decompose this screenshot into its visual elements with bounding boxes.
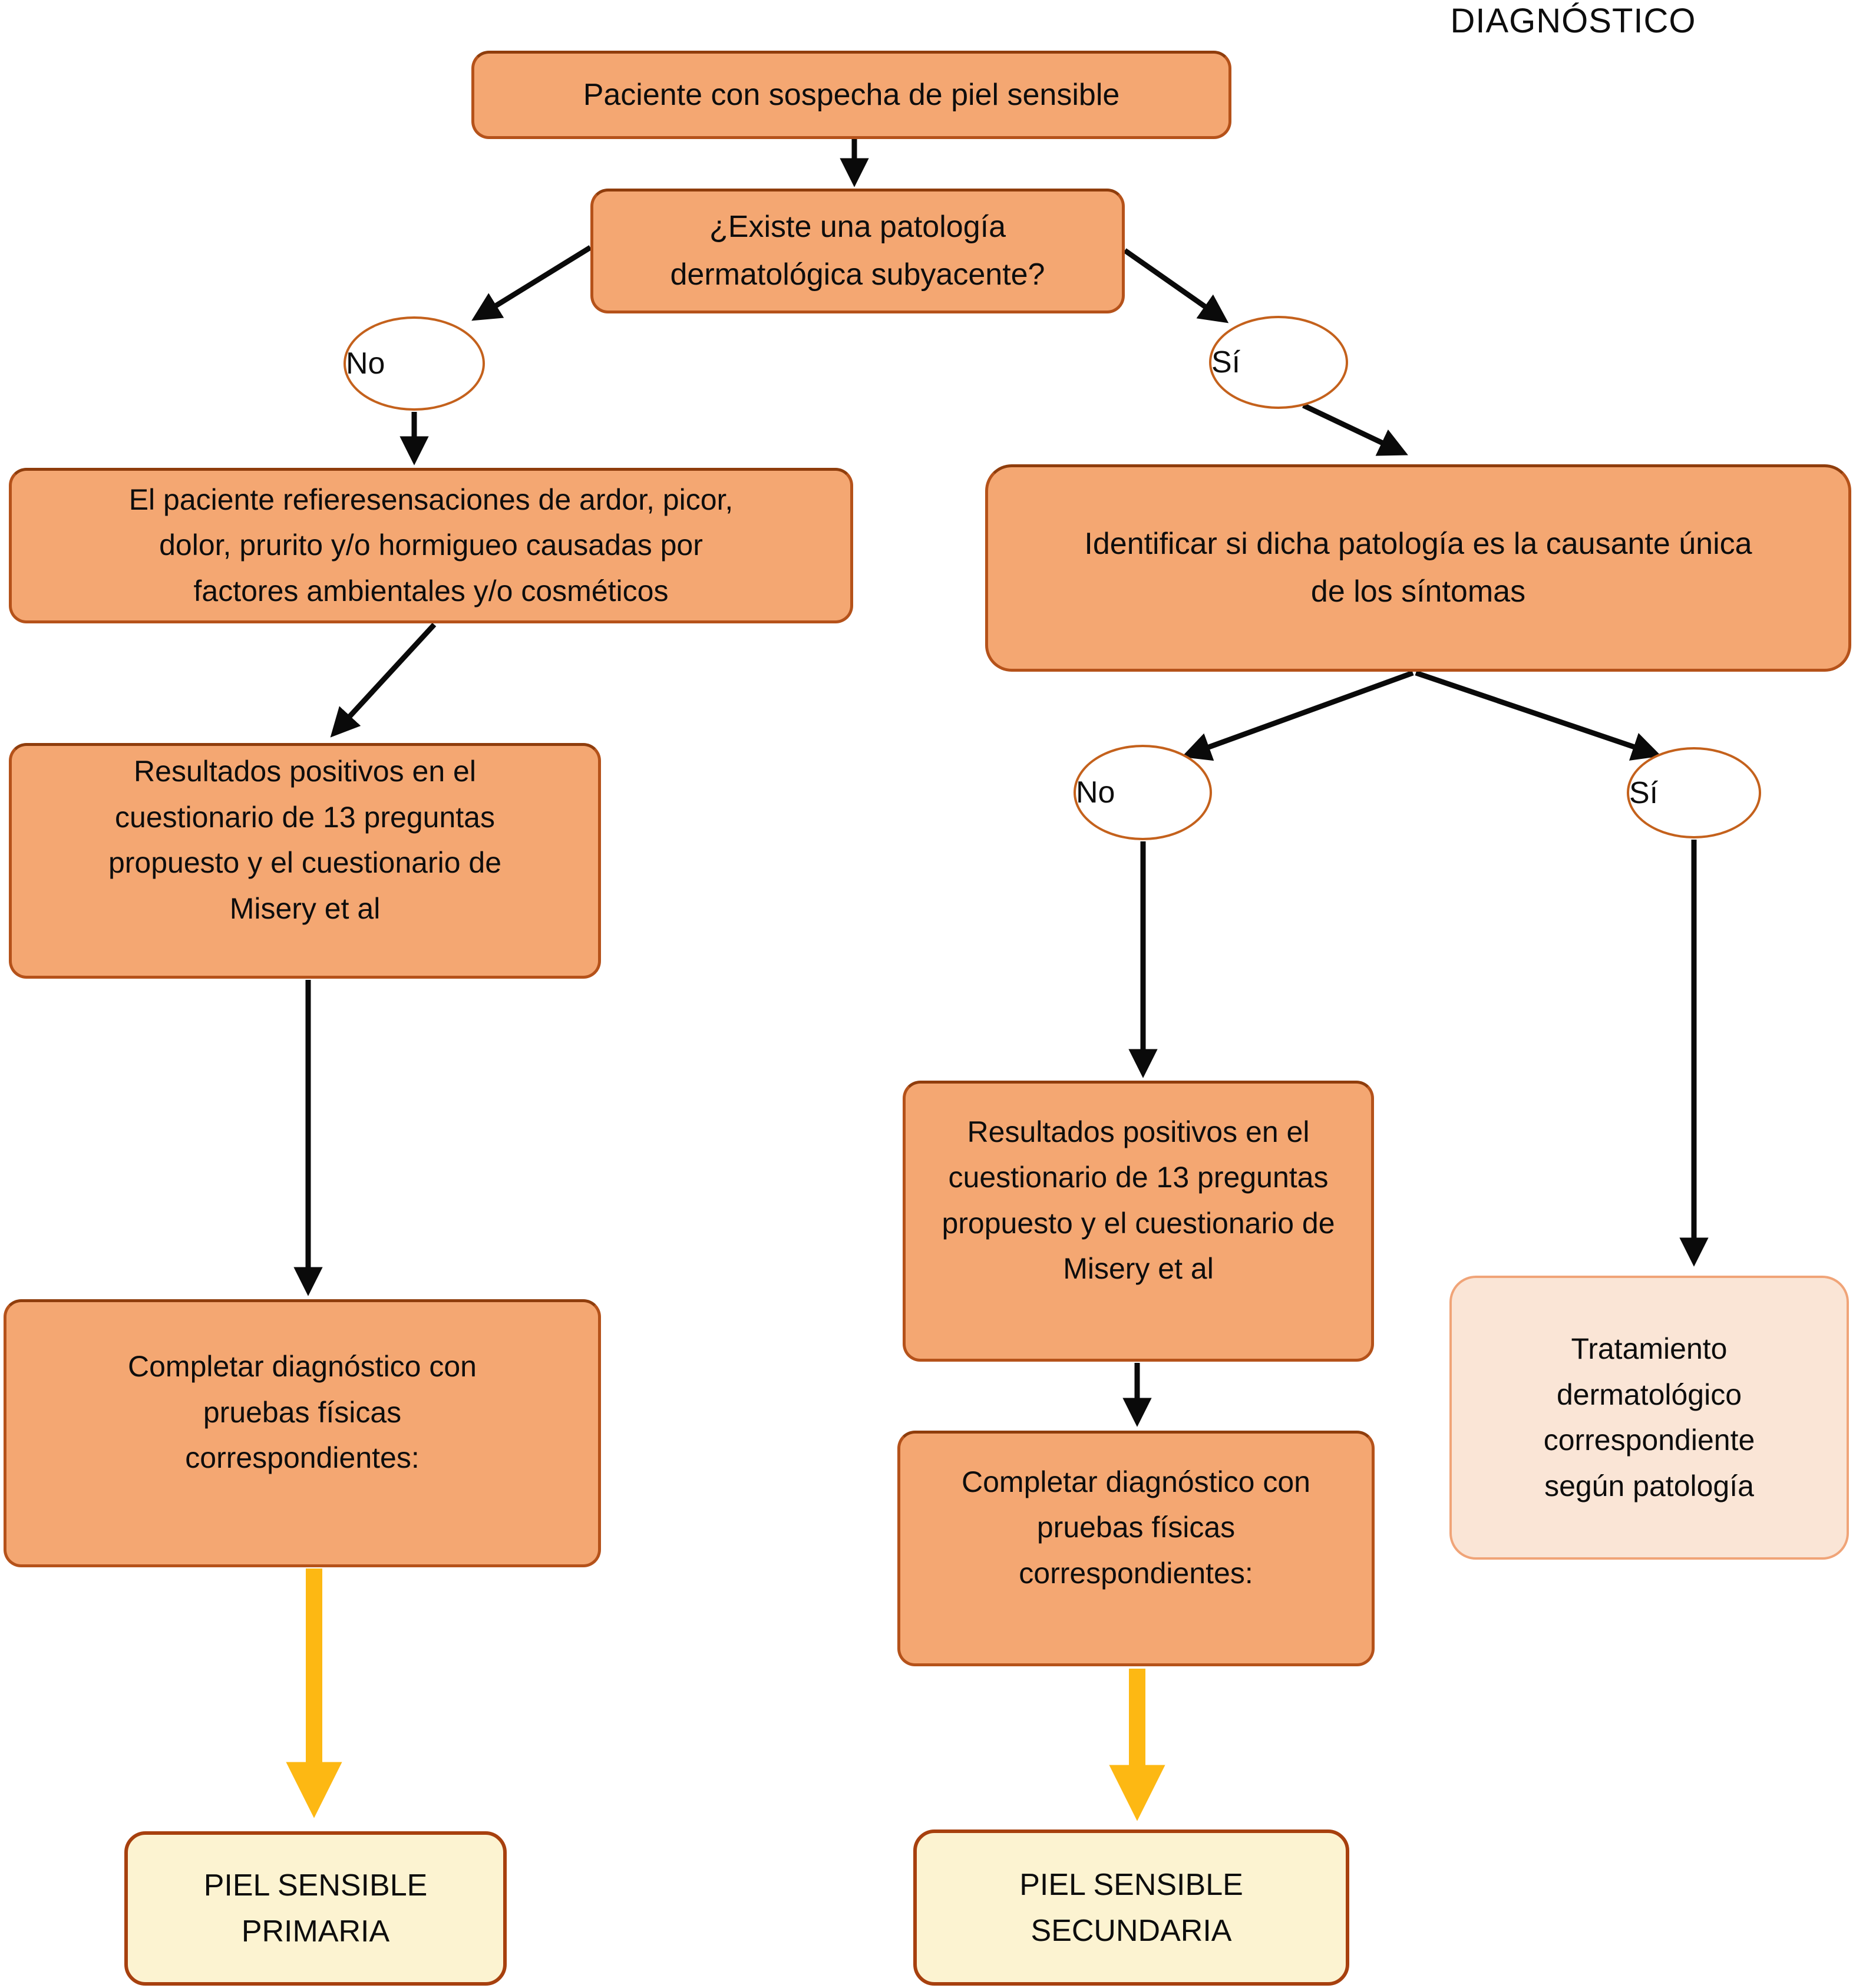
oval-no-1-label: No bbox=[346, 346, 385, 381]
node-symptoms: El paciente refieresensaciones de ardor,… bbox=[9, 468, 853, 623]
oval-si-1-label: Sí bbox=[1211, 345, 1241, 379]
node-identify: Identificar si dicha patología es la cau… bbox=[985, 464, 1851, 672]
node-treatment: Tratamiento dermatológico correspondient… bbox=[1449, 1276, 1849, 1560]
node-identify-label: Identificar si dicha patología es la cau… bbox=[1084, 527, 1752, 609]
node-primary: PIEL SENSIBLE PRIMARIA bbox=[124, 1831, 507, 1986]
node-secondary: PIEL SENSIBLE SECUNDARIA bbox=[913, 1830, 1349, 1986]
node-secondary-label: PIEL SENSIBLE SECUNDARIA bbox=[1019, 1867, 1243, 1948]
node-start: Paciente con sospecha de piel sensible bbox=[471, 51, 1231, 139]
node-decision-pathology-label: ¿Existe una patología dermatológica suby… bbox=[670, 210, 1045, 292]
node-primary-label: PIEL SENSIBLE PRIMARIA bbox=[203, 1868, 428, 1949]
node-results-right-label: Resultados positivos en el cuestionario … bbox=[942, 1115, 1335, 1286]
node-complete-right: Completar diagnóstico con pruebas física… bbox=[897, 1431, 1375, 1666]
node-results-left: Resultados positivos en el cuestionario … bbox=[9, 743, 601, 979]
arrow-identify-to-si2 bbox=[1415, 670, 1662, 761]
arrow-identify-to-no2 bbox=[1181, 670, 1414, 761]
node-symptoms-label: El paciente refieresensaciones de ardor,… bbox=[128, 483, 734, 607]
oval-no-2: No bbox=[1074, 745, 1212, 840]
node-results-right: Resultados positivos en el cuestionario … bbox=[903, 1081, 1374, 1362]
oval-no-1: No bbox=[344, 316, 485, 411]
arrow-decision-to-no1 bbox=[471, 245, 592, 321]
oval-si-2: Sí bbox=[1627, 747, 1761, 838]
arrow-symptoms-to-results-left bbox=[330, 622, 437, 738]
node-results-left-label: Resultados positivos en el cuestionario … bbox=[108, 755, 502, 925]
page-title: DIAGNÓSTICO bbox=[1450, 2, 1696, 40]
arrow-si1-to-identify bbox=[1302, 402, 1408, 456]
node-decision-pathology: ¿Existe una patología dermatológica suby… bbox=[590, 189, 1125, 313]
node-start-label: Paciente con sospecha de piel sensible bbox=[583, 77, 1120, 112]
node-treatment-label: Tratamiento dermatológico correspondient… bbox=[1543, 1332, 1755, 1502]
arrow-decision-to-si1 bbox=[1123, 248, 1229, 323]
node-complete-left: Completar diagnóstico con pruebas física… bbox=[4, 1299, 601, 1567]
oval-si-1: Sí bbox=[1209, 316, 1348, 409]
node-complete-right-label: Completar diagnóstico con pruebas física… bbox=[962, 1465, 1310, 1590]
oval-si-2-label: Sí bbox=[1629, 775, 1659, 810]
oval-no-2-label: No bbox=[1076, 775, 1115, 810]
node-complete-left-label: Completar diagnóstico con pruebas física… bbox=[128, 1350, 477, 1475]
